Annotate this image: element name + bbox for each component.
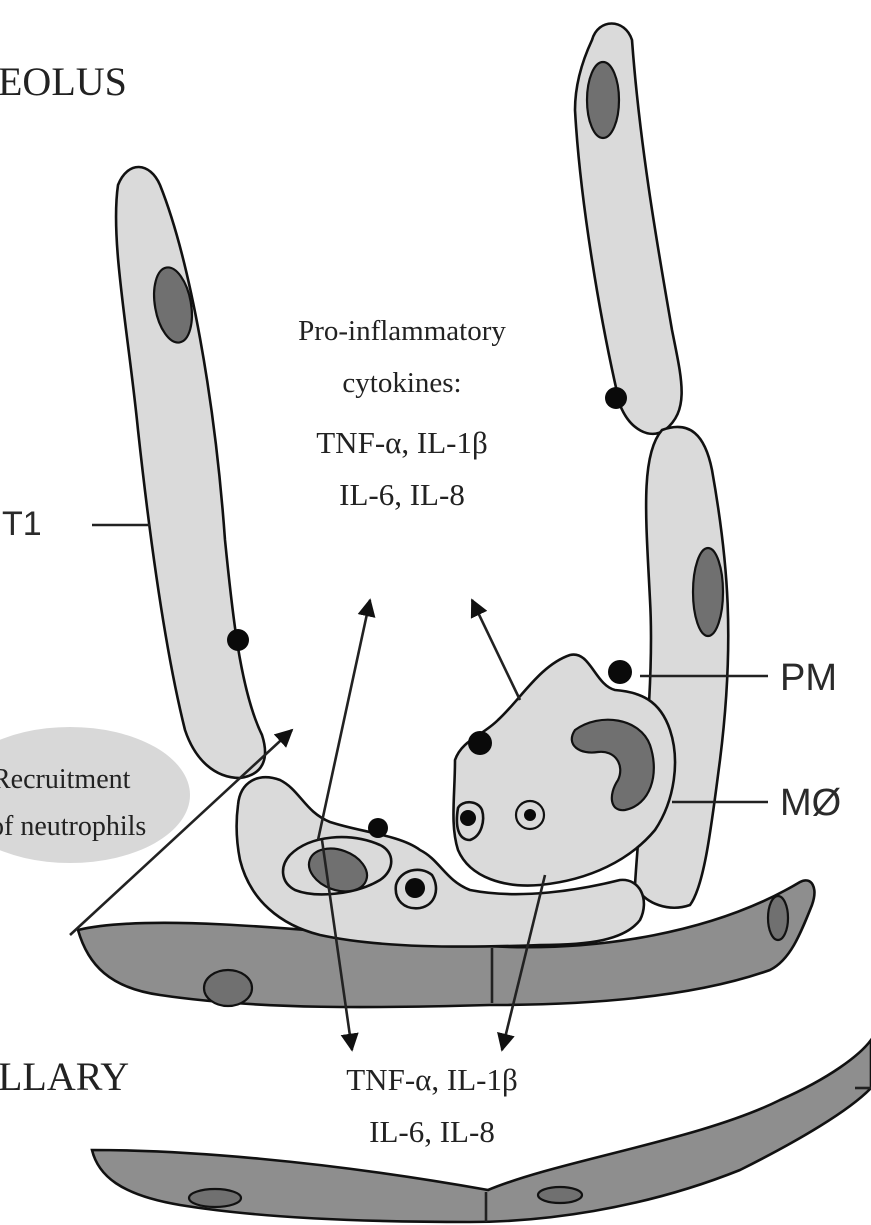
cytokines-title-line-2: cytokines: xyxy=(342,367,461,399)
type1-right-nucleus xyxy=(587,62,619,138)
recruitment-label-line-2: of neutrophils xyxy=(0,811,146,842)
capillary-label: LLARY xyxy=(0,1054,129,1099)
recruitment-label-line-1: Recruitment xyxy=(0,764,131,795)
t1-label: T1 xyxy=(2,505,42,543)
particle-dot-6 xyxy=(524,809,536,821)
particle-dot-7 xyxy=(405,878,425,898)
macrophage-label: MØ xyxy=(780,782,841,824)
type1-lower-nucleus xyxy=(693,548,723,636)
cytokines-title-line-1: Pro-inflammatory xyxy=(298,315,506,347)
cytokines-lower-line-2: IL-6, IL-8 xyxy=(369,1114,495,1149)
arrow-up-right xyxy=(472,600,520,700)
endothelial-nucleus-2 xyxy=(768,896,788,940)
endothelial-nucleus-1 xyxy=(204,970,252,1006)
cytokines-upper-line-2: IL-6, IL-8 xyxy=(339,477,465,512)
endothelial-nucleus-3 xyxy=(189,1189,241,1207)
particle-dot-4 xyxy=(468,731,492,755)
particle-dot-3 xyxy=(608,660,632,684)
cytokines-lower-line-1: TNF-α, IL-1β xyxy=(346,1062,517,1097)
alveolus-label: EOLUS xyxy=(0,59,127,104)
pm-label: PM xyxy=(780,657,837,699)
particle-dot-2 xyxy=(605,387,627,409)
endothelial-nucleus-4 xyxy=(538,1187,582,1203)
cytokines-upper-line-1: TNF-α, IL-1β xyxy=(316,425,487,460)
particle-dot-5 xyxy=(460,810,476,826)
particle-dot-8 xyxy=(368,818,388,838)
type1-cell-left xyxy=(116,167,265,778)
arrow-up-left xyxy=(318,600,370,840)
particle-dot-1 xyxy=(227,629,249,651)
recruitment-bubble xyxy=(0,727,190,863)
